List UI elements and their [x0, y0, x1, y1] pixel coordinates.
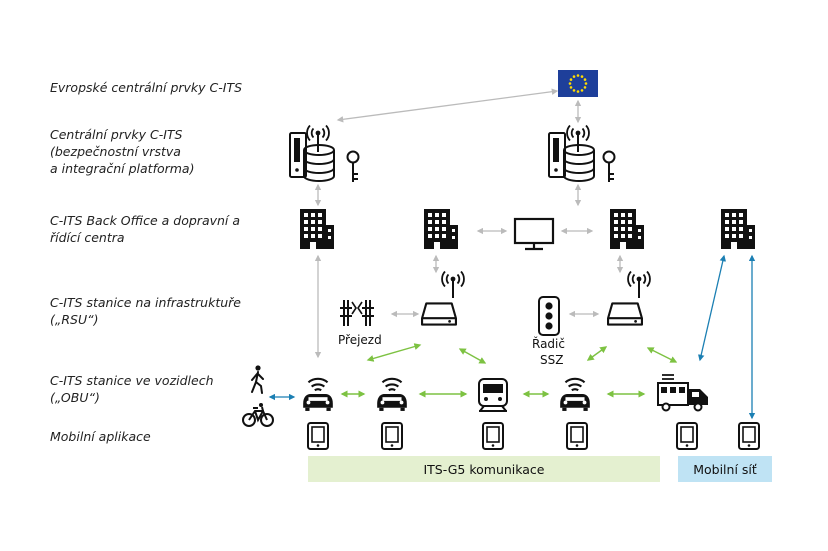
- arrow-truck-backoffice: [698, 254, 726, 362]
- antenna-icon: [626, 270, 652, 300]
- roadside-unit-right: [607, 270, 652, 326]
- server-icon: [548, 132, 566, 178]
- central-cluster-left: [289, 124, 360, 183]
- building-icon: [610, 209, 644, 249]
- eu-flag-icon: [558, 70, 598, 97]
- green-connections: [340, 343, 678, 398]
- tablet-icon: [676, 422, 698, 450]
- row-label-line: Mobilní aplikace: [50, 429, 151, 444]
- key-icon: [602, 150, 616, 183]
- row-label-line: („RSU“): [50, 312, 99, 327]
- its-g5-band: ITS-G5 komunikace: [308, 456, 660, 482]
- controller-label-line1: Řadič: [532, 336, 565, 351]
- arrow-rsu2-truck: [646, 347, 678, 363]
- row-label-line: C-ITS stanice ve vozidlech: [50, 373, 214, 388]
- tablet-icon: [307, 422, 329, 450]
- row-label-line: řídící centra: [50, 230, 125, 245]
- traffic-light-icon: [538, 296, 560, 336]
- controller-label-line2: SSZ: [540, 353, 563, 367]
- arrow-rsu1-train: [458, 348, 487, 364]
- row-label-line: („OBU“): [50, 390, 100, 405]
- mobile-network-label: Mobilní síť: [693, 461, 757, 477]
- bicycle-icon: [242, 403, 274, 427]
- row-label-obu: C-ITS stanice ve vozidlech („OBU“): [50, 372, 214, 406]
- row-label-line: C-ITS Back Office a dopravní a: [50, 213, 241, 228]
- connected-car-icon: [302, 377, 334, 412]
- row-label-line: Centrální prvky C-ITS: [50, 127, 183, 142]
- antenna-icon: [566, 124, 590, 152]
- row-label-mobile: Mobilní aplikace: [50, 428, 151, 445]
- truck-icon: [657, 374, 708, 412]
- train-icon: [478, 378, 508, 412]
- blue-connections: [268, 254, 756, 420]
- central-cluster-right: [548, 124, 616, 183]
- antenna-icon: [440, 270, 466, 300]
- arrow-eu-central-left: [336, 88, 559, 123]
- arrow-rsu1-obu-left: [366, 343, 422, 362]
- row-label-eu-central: Evropské centrální prvky C-ITS: [50, 79, 242, 96]
- level-crossing-icon: [340, 300, 374, 326]
- row-label-line: a integrační platforma): [50, 161, 195, 176]
- monitor-icon: [513, 217, 555, 251]
- roadside-unit-left: [421, 270, 466, 326]
- tablet-icon: [381, 422, 403, 450]
- row-label-backoffice: C-ITS Back Office a dopravní a řídící ce…: [50, 212, 240, 246]
- tablet-icon: [482, 422, 504, 450]
- mobile-network-band: Mobilní síť: [678, 456, 772, 482]
- row-label-central: Centrální prvky C-ITS (bezpečnostní vrst…: [50, 126, 194, 177]
- building-icon: [300, 209, 334, 249]
- building-icon: [721, 209, 755, 249]
- connected-car-icon: [376, 377, 408, 412]
- key-icon: [346, 150, 360, 183]
- gray-connections: [314, 88, 624, 359]
- arrow-rsu2-car: [586, 346, 608, 361]
- its-g5-label: ITS-G5 komunikace: [423, 461, 545, 477]
- connected-car-icon: [559, 377, 591, 412]
- row-label-rsu: C-ITS stanice na infrastruktuře („RSU“): [50, 294, 241, 328]
- row-label-line: Evropské centrální prvky C-ITS: [50, 80, 243, 95]
- tablet-icon: [738, 422, 760, 450]
- antenna-icon: [306, 124, 330, 152]
- pedestrian-icon: [251, 365, 264, 394]
- crossing-label: Přejezd: [338, 333, 382, 347]
- row-label-line: C-ITS stanice na infrastruktuře: [50, 295, 241, 310]
- tablet-icon: [566, 422, 588, 450]
- row-label-line: (bezpečnostní vrstva: [50, 144, 181, 159]
- building-icon: [424, 209, 458, 249]
- roadside-unit-icon: [421, 302, 457, 326]
- roadside-unit-icon: [607, 302, 643, 326]
